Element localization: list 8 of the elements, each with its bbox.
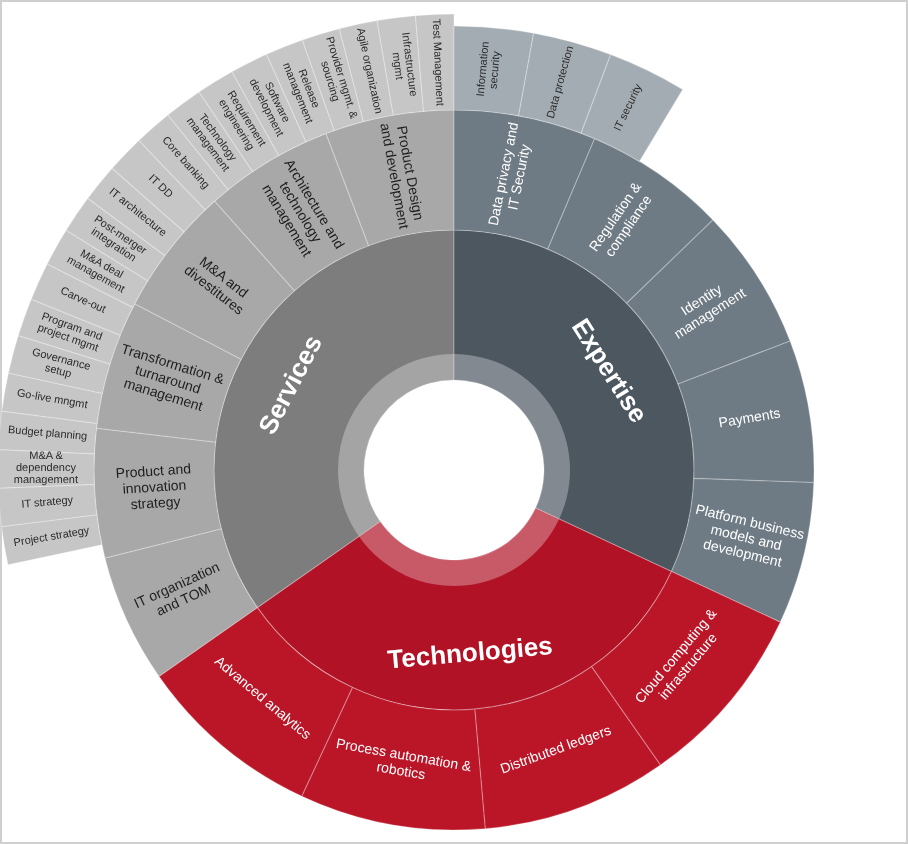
sunburst-segment	[580, 53, 684, 162]
sunburst-segment	[677, 340, 815, 484]
sunburst-segment	[453, 25, 535, 117]
sunburst-segment	[0, 483, 98, 528]
sunburst-segment	[474, 666, 662, 830]
sunburst-segment	[93, 427, 222, 559]
category-label: Technologies	[386, 631, 554, 675]
sunburst-segment	[517, 32, 612, 134]
